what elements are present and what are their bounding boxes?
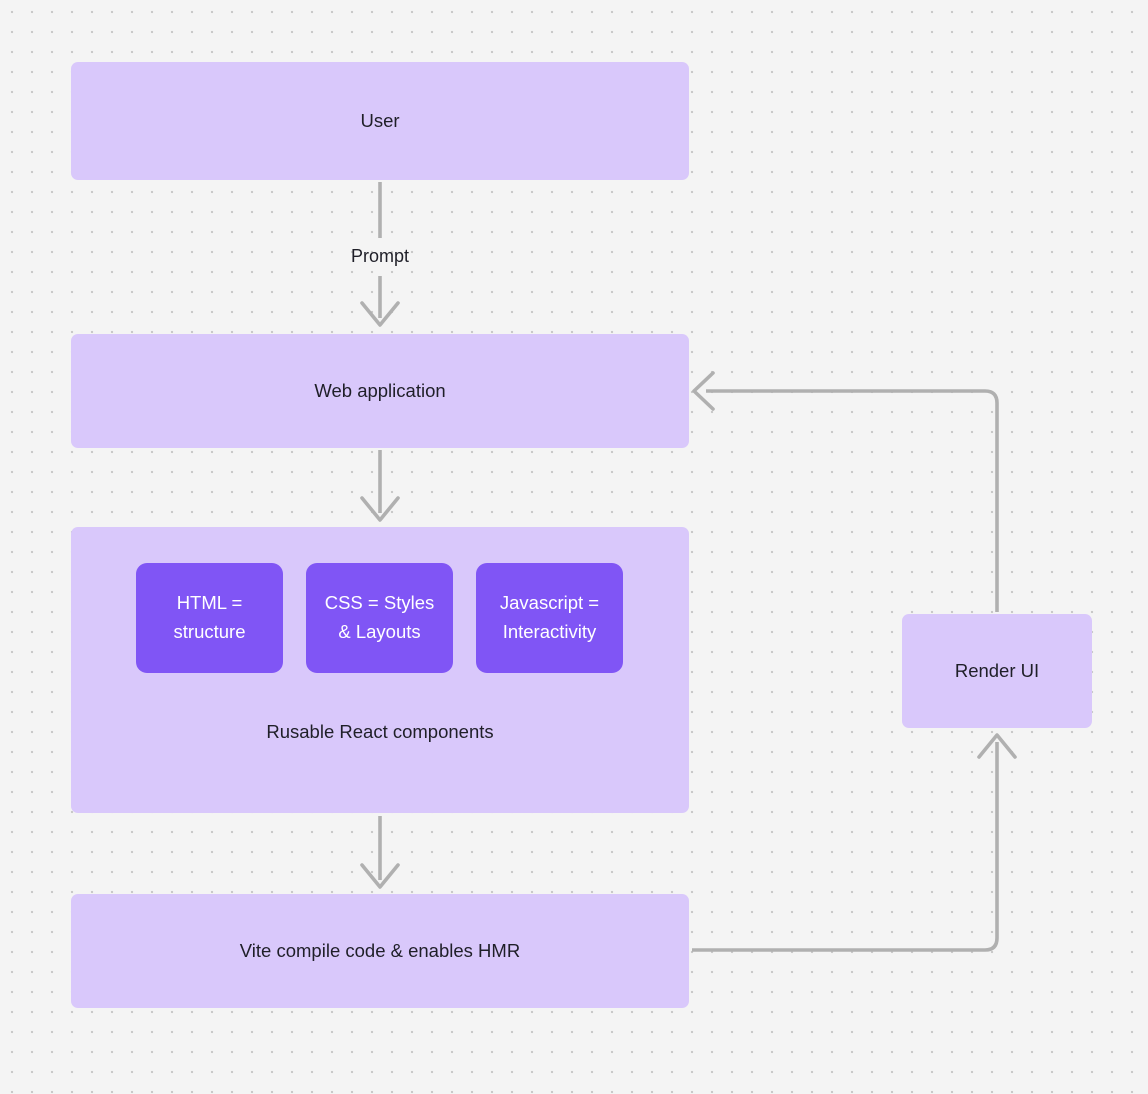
arrowhead-down-to-web-application bbox=[360, 301, 400, 327]
chip-javascript-line2: Interactivity bbox=[502, 621, 597, 642]
arrowhead-left-to-web-application bbox=[692, 371, 715, 411]
edge-web-application-to-components bbox=[360, 450, 400, 522]
node-vite[interactable]: Vite compile code & enables HMR bbox=[71, 894, 689, 1008]
chip-css-line1: CSS = Styles bbox=[324, 592, 435, 614]
arrowhead-up-to-render-ui bbox=[977, 733, 1017, 759]
chip-css-line2: & Layouts bbox=[338, 621, 421, 642]
chip-css-label: CSS = Styles & Layouts bbox=[325, 589, 435, 646]
edge-path-render-web bbox=[706, 389, 999, 612]
node-components-group-caption-text: Rusable React components bbox=[266, 721, 494, 742]
node-render-ui[interactable]: Render UI bbox=[902, 614, 1092, 728]
chip-javascript-label: Javascript = Interactivity bbox=[500, 589, 599, 646]
node-user-label: User bbox=[360, 109, 400, 131]
node-user[interactable]: User bbox=[71, 62, 689, 180]
node-vite-label: Vite compile code & enables HMR bbox=[239, 939, 521, 961]
node-components-group-caption: Rusable React components bbox=[71, 720, 689, 745]
chip-html-label: HTML = structure bbox=[174, 589, 246, 646]
node-web-application[interactable]: Web application bbox=[71, 334, 689, 448]
chip-javascript-line1: Javascript = bbox=[499, 592, 600, 614]
edge-label-prompt-text: Prompt bbox=[350, 246, 410, 266]
edge-path-vite-render bbox=[692, 742, 999, 952]
edge-components-to-vite bbox=[360, 816, 400, 889]
chip-html-line2: structure bbox=[173, 621, 246, 642]
edge-render-ui-to-web-application bbox=[692, 371, 999, 612]
chip-html[interactable]: HTML = structure bbox=[136, 563, 283, 673]
chip-html-line1: HTML = bbox=[176, 592, 243, 614]
arrowhead-down-to-vite bbox=[360, 863, 400, 889]
chip-javascript[interactable]: Javascript = Interactivity bbox=[476, 563, 623, 673]
node-render-ui-label: Render UI bbox=[954, 659, 1040, 681]
arrowhead-down-to-components bbox=[360, 496, 400, 522]
edge-vite-to-render-ui bbox=[692, 733, 1017, 952]
node-components-group[interactable]: HTML = structure CSS = Styles & Layouts Ja… bbox=[71, 527, 689, 813]
chip-css[interactable]: CSS = Styles & Layouts bbox=[306, 563, 453, 673]
node-web-application-label: Web application bbox=[314, 379, 446, 401]
edge-label-prompt: Prompt bbox=[330, 246, 430, 267]
